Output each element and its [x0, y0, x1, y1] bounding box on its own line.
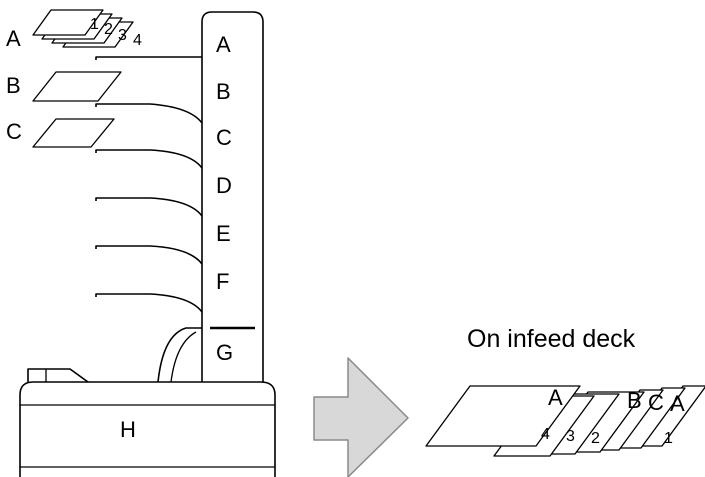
stack-page-2: 2 — [591, 430, 600, 447]
stack-page-4: 4 — [541, 426, 550, 443]
sheet-a-1 — [32, 9, 104, 36]
bin-label-f: F — [216, 269, 229, 294]
bin-tray-e — [95, 245, 203, 265]
direction-arrow-icon — [313, 357, 409, 477]
document-set-a: A 1 2 3 4 — [6, 9, 142, 51]
stack-label-a-front: A — [670, 391, 685, 416]
infeed-deck-stack: On infeed deck A B C A 4 3 2 1 — [425, 325, 705, 457]
doc-set-label-b: B — [6, 73, 21, 98]
bin-label-c: C — [216, 125, 232, 150]
document-set-c: C — [6, 118, 115, 148]
bin-label-g: G — [216, 340, 233, 365]
bin-tray-d — [95, 197, 203, 217]
doc-page-4: 4 — [133, 32, 142, 49]
bin-tray-c — [95, 149, 203, 169]
tower-chute-inner — [170, 331, 197, 383]
bin-tray-a — [95, 56, 202, 60]
document-set-b: B — [6, 71, 122, 102]
bin-label-a: A — [216, 32, 231, 57]
stack-label-a: A — [548, 385, 563, 410]
doc-set-label-a: A — [6, 26, 21, 51]
doc-page-2: 2 — [104, 21, 113, 38]
sheet-c — [32, 118, 115, 148]
infeed-deck-caption: On infeed deck — [467, 325, 636, 353]
doc-page-1: 1 — [90, 16, 99, 33]
stack-page-1: 1 — [664, 430, 673, 447]
stack-page-3: 3 — [566, 428, 575, 445]
stack-sheet-top — [425, 385, 581, 447]
doc-page-3: 3 — [118, 27, 127, 44]
feeder-tower: A B C D E F G — [95, 11, 264, 383]
base-housing — [19, 381, 276, 477]
stack-label-c: C — [648, 390, 664, 415]
bin-tray-b — [95, 103, 203, 124]
tower-chute — [157, 327, 202, 383]
output-tray — [27, 368, 89, 383]
sheet-b — [32, 71, 122, 102]
bin-label-b: B — [216, 79, 231, 104]
tower-housing — [201, 11, 264, 382]
base-unit: H — [19, 368, 276, 477]
bin-label-e: E — [216, 221, 231, 246]
base-label-h: H — [120, 417, 136, 442]
doc-set-label-c: C — [6, 119, 22, 144]
stack-label-b: B — [627, 388, 642, 413]
bin-label-d: D — [216, 173, 232, 198]
bin-tray-f — [95, 293, 203, 313]
